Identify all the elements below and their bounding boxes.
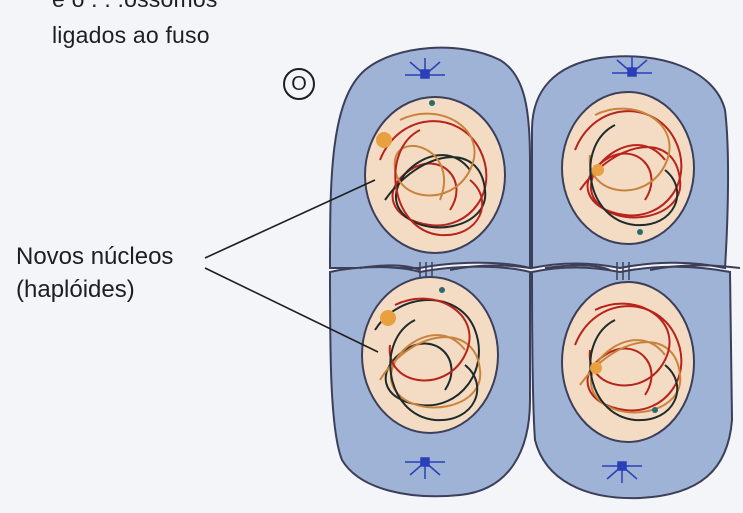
nucleus-top-right [562, 92, 694, 244]
